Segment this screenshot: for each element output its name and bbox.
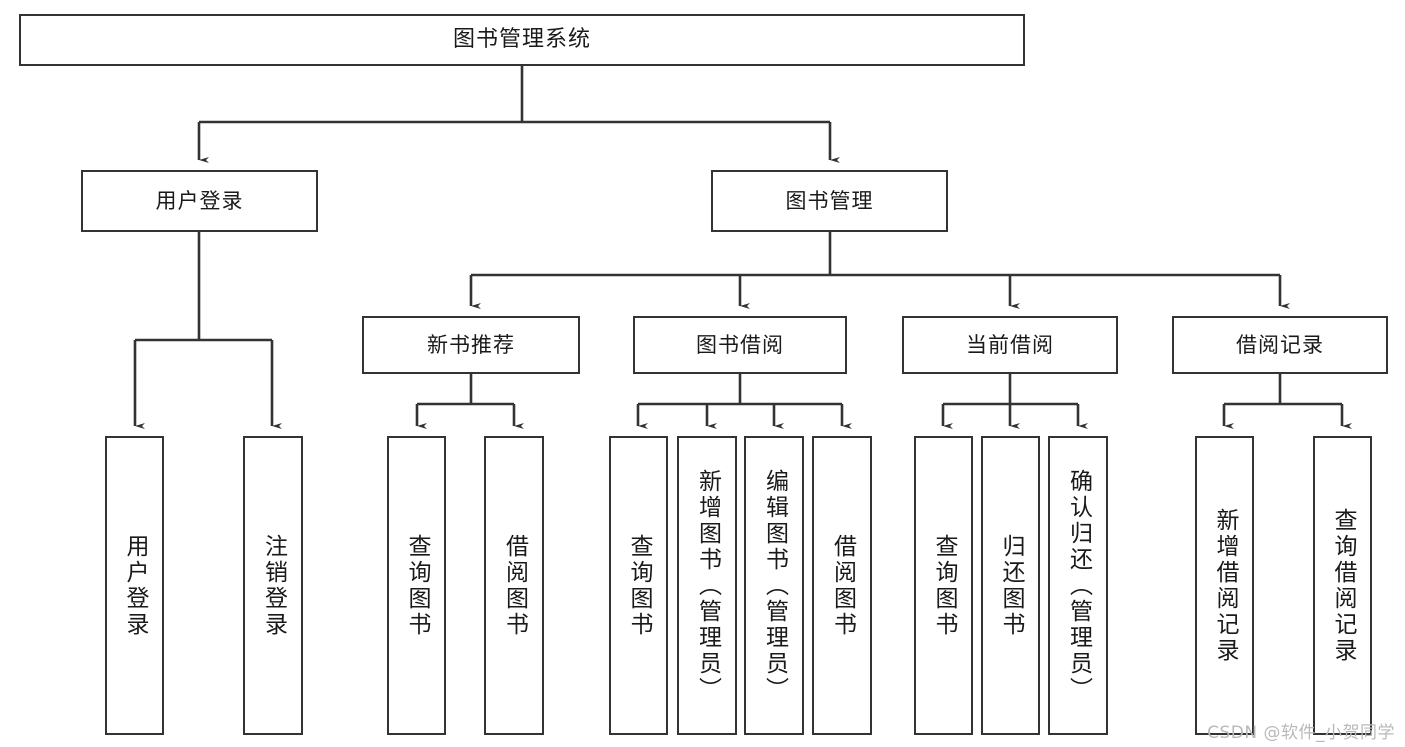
node-leaf-add-record[interactable]: 新增借阅记录 <box>1195 436 1254 735</box>
node-label: 借阅记录 <box>1236 332 1324 357</box>
node-root-system[interactable]: 图书管理系统 <box>19 14 1025 66</box>
node-label: 新增图书（管理员） <box>694 468 721 703</box>
node-label: 编辑图书（管理员） <box>761 468 788 703</box>
node-label: 归还图书 <box>998 533 1024 638</box>
node-leaf-user-login[interactable]: 用户登录 <box>105 436 164 735</box>
node-label: 用户登录 <box>155 188 244 213</box>
node-current-borrow[interactable]: 当前借阅 <box>902 316 1118 374</box>
node-leaf-logout[interactable]: 注销登录 <box>243 436 303 735</box>
node-leaf-confirm-return[interactable]: 确认归还（管理员） <box>1048 436 1108 735</box>
node-label: 图书管理系统 <box>452 27 591 53</box>
node-leaf-query-book-3[interactable]: 查询图书 <box>914 436 973 735</box>
node-leaf-borrow-book-2[interactable]: 借阅图书 <box>812 436 872 735</box>
node-leaf-borrow-book-1[interactable]: 借阅图书 <box>484 436 544 735</box>
node-label: 借阅图书 <box>501 533 528 638</box>
node-label: 查询图书 <box>931 533 957 638</box>
node-label: 查询借阅记录 <box>1330 507 1356 664</box>
node-user-login[interactable]: 用户登录 <box>81 170 318 232</box>
node-leaf-query-book-2[interactable]: 查询图书 <box>609 436 668 735</box>
node-leaf-query-record[interactable]: 查询借阅记录 <box>1313 436 1372 735</box>
watermark-text: CSDN @软件_小贺同学 <box>1207 723 1395 743</box>
node-book-borrow[interactable]: 图书借阅 <box>633 316 847 374</box>
node-label: 查询图书 <box>626 533 652 638</box>
node-leaf-return-book[interactable]: 归还图书 <box>981 436 1040 735</box>
node-label: 当前借阅 <box>966 332 1054 357</box>
node-leaf-add-book[interactable]: 新增图书（管理员） <box>677 436 737 735</box>
node-label: 图书管理 <box>785 188 874 213</box>
node-borrow-record[interactable]: 借阅记录 <box>1172 316 1388 374</box>
node-new-book-rec[interactable]: 新书推荐 <box>362 316 580 374</box>
node-leaf-edit-book[interactable]: 编辑图书（管理员） <box>744 436 804 735</box>
node-label: 新书推荐 <box>427 332 515 357</box>
node-label: 借阅图书 <box>829 533 856 638</box>
node-label: 确认归还（管理员） <box>1065 468 1092 703</box>
node-leaf-query-book-1[interactable]: 查询图书 <box>387 436 446 735</box>
node-label: 图书借阅 <box>696 332 784 357</box>
node-label: 查询图书 <box>404 533 430 638</box>
node-book-manage[interactable]: 图书管理 <box>711 170 948 232</box>
node-label: 注销登录 <box>260 533 287 638</box>
node-label: 新增借阅记录 <box>1212 507 1238 664</box>
node-label: 用户登录 <box>122 533 148 638</box>
